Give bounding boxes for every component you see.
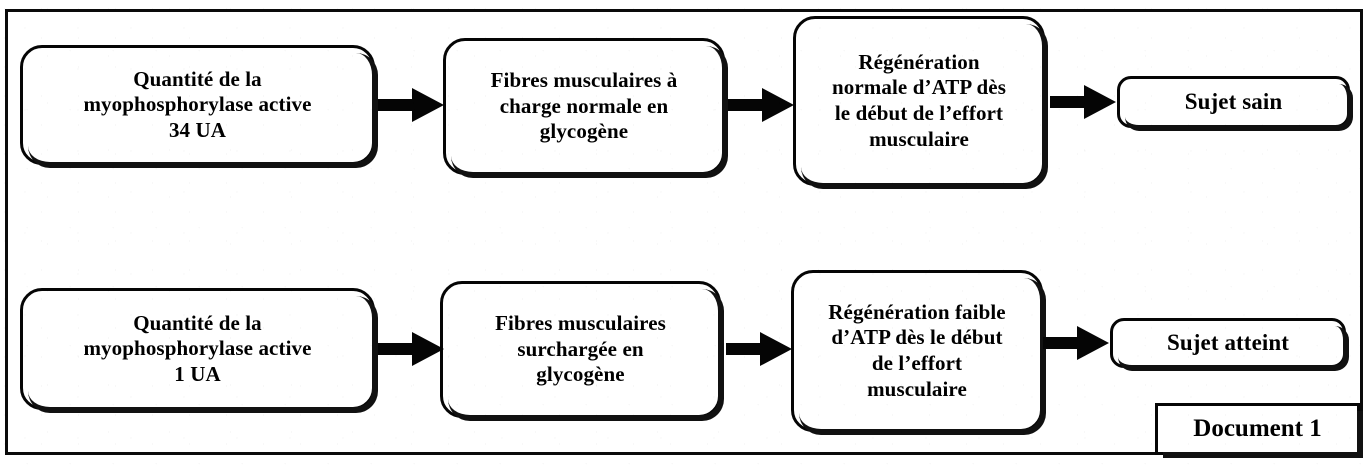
arrow-r2-1-to-2 (378, 332, 444, 366)
arrow-r1-3-to-4 (1050, 85, 1116, 119)
node-label: Fibres musculaires surchargée en glycogè… (495, 311, 666, 387)
node-quantity-myophosphorylase-34ua[interactable]: Quantité de la myophosphorylase active 3… (20, 45, 378, 168)
node-label: Sujet sain (1184, 88, 1283, 114)
arrow-r2-3-to-4 (1043, 326, 1109, 360)
node-affected-subject[interactable]: Sujet atteint (1110, 318, 1349, 371)
node-label: Quantité de la myophosphorylase active 1… (83, 310, 312, 386)
node-label: Régénération normale d’ATP dès le début … (832, 49, 1006, 151)
document-frame-border (5, 9, 1363, 455)
node-normal-glycogen-fibers[interactable]: Fibres musculaires à charge normale en g… (443, 38, 728, 178)
arrow-r1-2-to-3 (728, 88, 794, 122)
node-quantity-myophosphorylase-1ua[interactable]: Quantité de la myophosphorylase active 1… (20, 288, 378, 413)
node-normal-atp-regeneration[interactable]: Régénération normale d’ATP dès le début … (793, 16, 1048, 189)
arrow-r1-1-to-2 (378, 88, 444, 122)
node-label: Régénération faible d’ATP dès le début d… (828, 299, 1006, 401)
node-weak-atp-regeneration[interactable]: Régénération faible d’ATP dès le début d… (791, 270, 1046, 435)
node-overloaded-glycogen-fibers[interactable]: Fibres musculaires surchargée en glycogè… (440, 281, 724, 421)
arrow-r2-2-to-3 (726, 332, 792, 366)
node-label: Quantité de la myophosphorylase active 3… (83, 66, 312, 142)
node-label: Fibres musculaires à charge normale en g… (490, 68, 678, 144)
document-caption-label: Document 1 (1193, 415, 1322, 442)
node-healthy-subject[interactable]: Sujet sain (1117, 76, 1353, 131)
node-label: Sujet atteint (1166, 329, 1290, 355)
document-caption-box: Document 1 (1155, 403, 1363, 458)
